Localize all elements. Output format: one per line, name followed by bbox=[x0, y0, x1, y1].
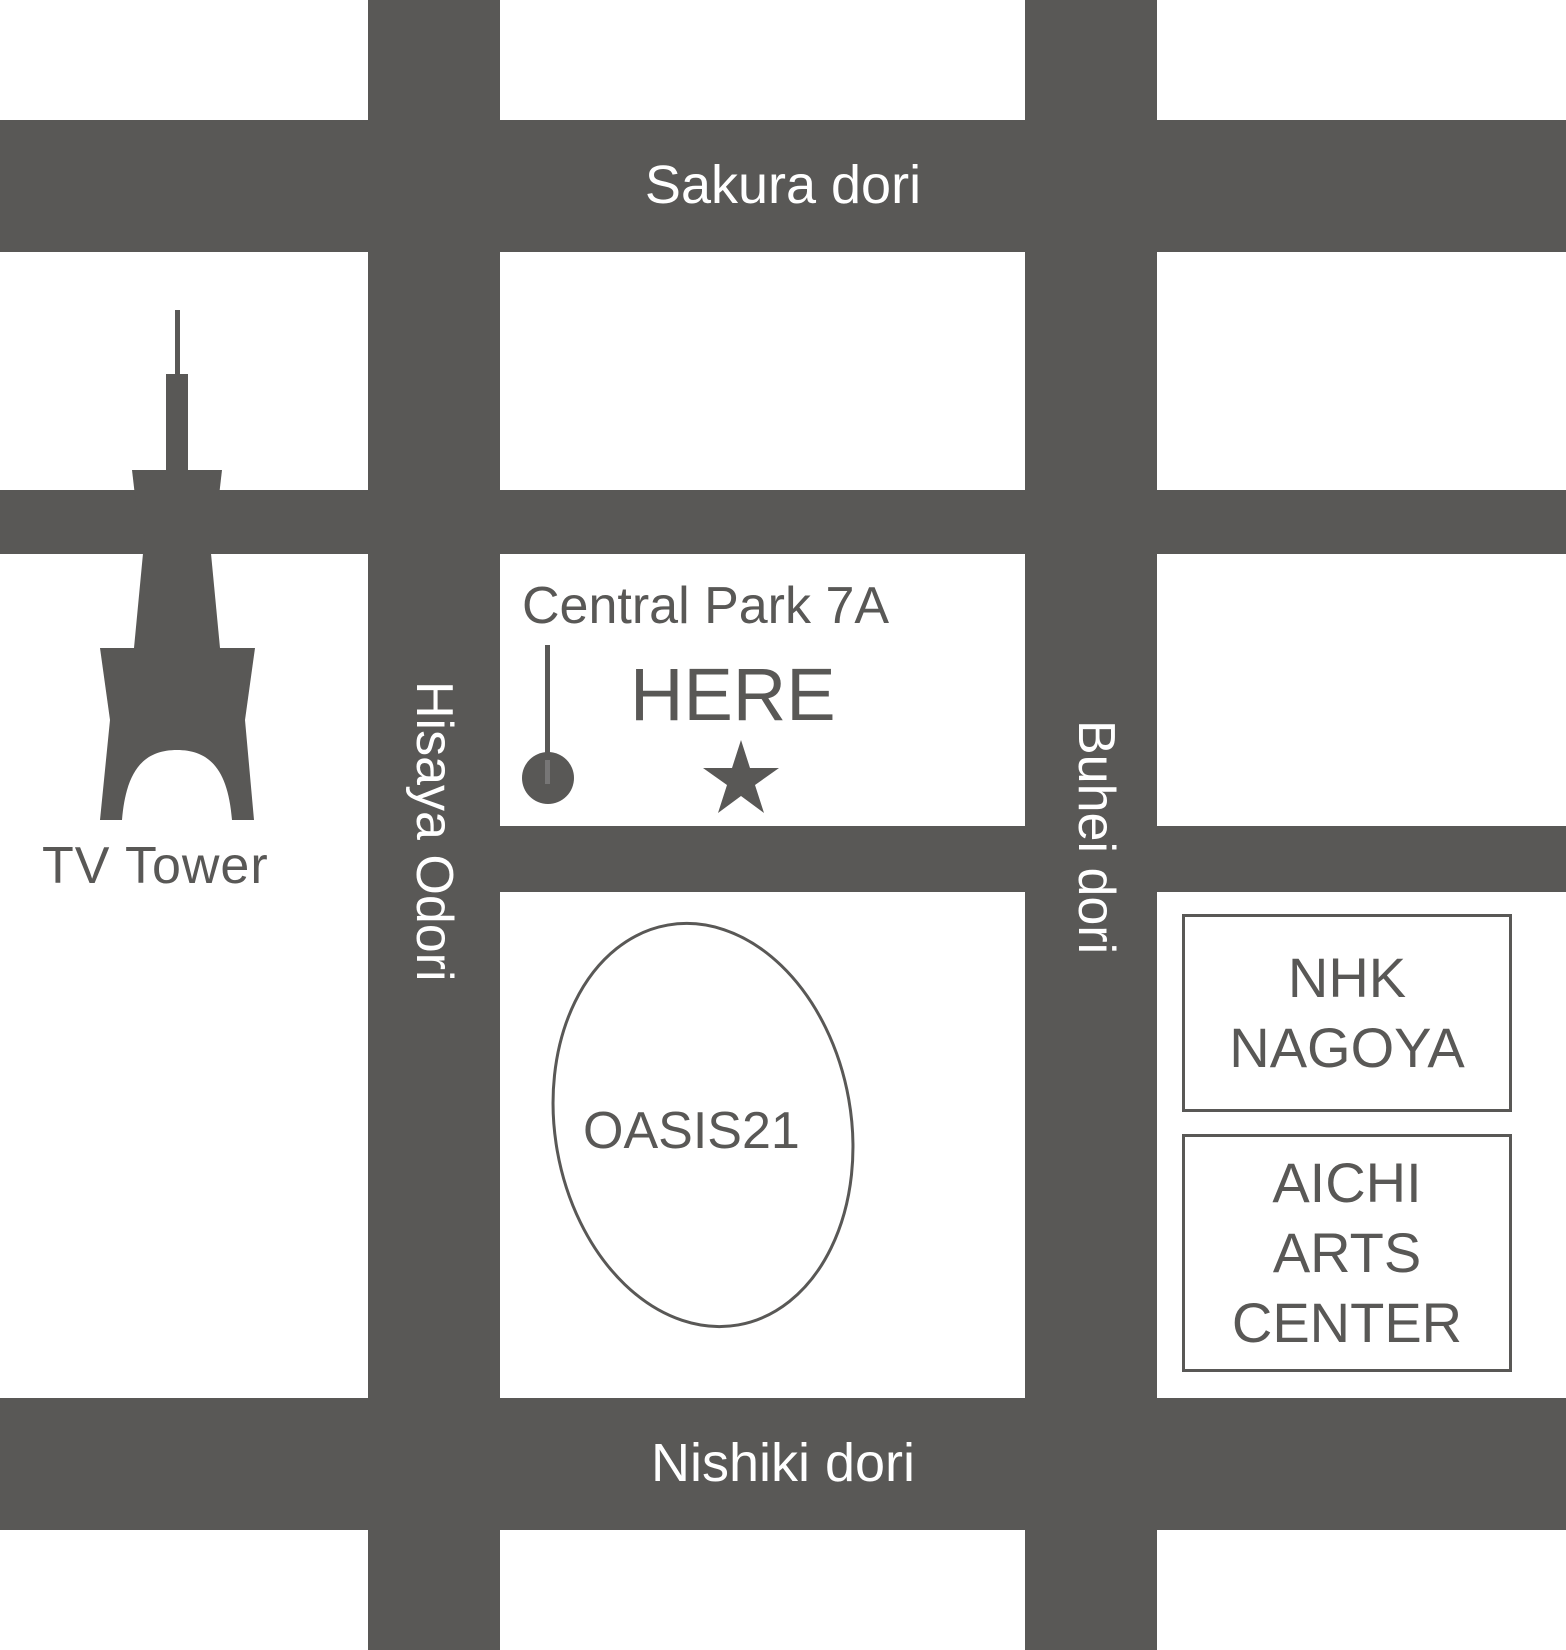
subway-marker-icon bbox=[522, 645, 574, 804]
tower-icon bbox=[100, 310, 255, 820]
road-side-street-upper bbox=[0, 490, 1566, 554]
road-buhei-dori bbox=[1025, 0, 1157, 1650]
oasis21-ellipse bbox=[551, 921, 855, 1329]
central-park-label: Central Park 7A bbox=[522, 577, 890, 635]
road-nishiki-dori: Nishiki dori bbox=[0, 1398, 1566, 1530]
nhk-nagoya-box: NHK NAGOYA bbox=[1182, 914, 1512, 1112]
nhk-line-2: NAGOYA bbox=[1229, 1016, 1465, 1079]
tv-tower-label: TV Tower bbox=[42, 837, 269, 895]
aichi-arts-center-box: AICHI ARTS CENTER bbox=[1182, 1134, 1512, 1372]
aichi-line-3: CENTER bbox=[1231, 1291, 1463, 1354]
road-label-nishiki-dori: Nishiki dori bbox=[650, 1433, 916, 1493]
road-label-sakura-dori: Sakura dori bbox=[644, 155, 922, 215]
oasis21-label: OASIS21 bbox=[583, 1102, 800, 1160]
road-hisaya-odori bbox=[368, 0, 500, 1650]
road-sakura-dori: Sakura dori bbox=[0, 120, 1566, 252]
nhk-line-1: NHK bbox=[1287, 946, 1407, 1009]
star-icon bbox=[703, 740, 779, 813]
aichi-line-1: AICHI bbox=[1272, 1151, 1422, 1214]
here-label: HERE bbox=[630, 653, 836, 736]
aichi-line-2: ARTS bbox=[1272, 1221, 1422, 1284]
